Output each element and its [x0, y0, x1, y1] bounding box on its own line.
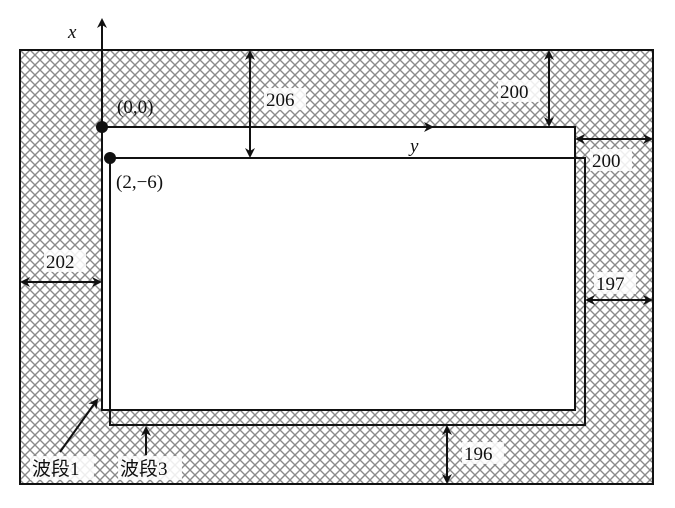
band3-rect — [109, 157, 586, 426]
x-axis-label: x — [67, 22, 77, 43]
dim-196-label: 196 — [464, 444, 493, 465]
dim-202-label: 202 — [46, 252, 75, 273]
origin-point — [96, 121, 108, 133]
band1-pointer-arrow — [59, 398, 99, 453]
band-overlap-white — [111, 159, 574, 409]
band1-label: 波段1 — [32, 458, 80, 480]
origin-label: (0,0) — [117, 97, 153, 118]
dim-200-top-label: 200 — [500, 82, 529, 103]
band3-corner-label: (2,−6) — [116, 172, 163, 193]
band3-label: 波段3 — [120, 458, 168, 480]
band3-corner-point — [104, 152, 116, 164]
dim-206-label: 206 — [266, 90, 295, 111]
dim-200-right-label: 200 — [592, 151, 621, 172]
dim-197-label: 197 — [596, 274, 625, 295]
y-axis-label: y — [408, 136, 419, 157]
